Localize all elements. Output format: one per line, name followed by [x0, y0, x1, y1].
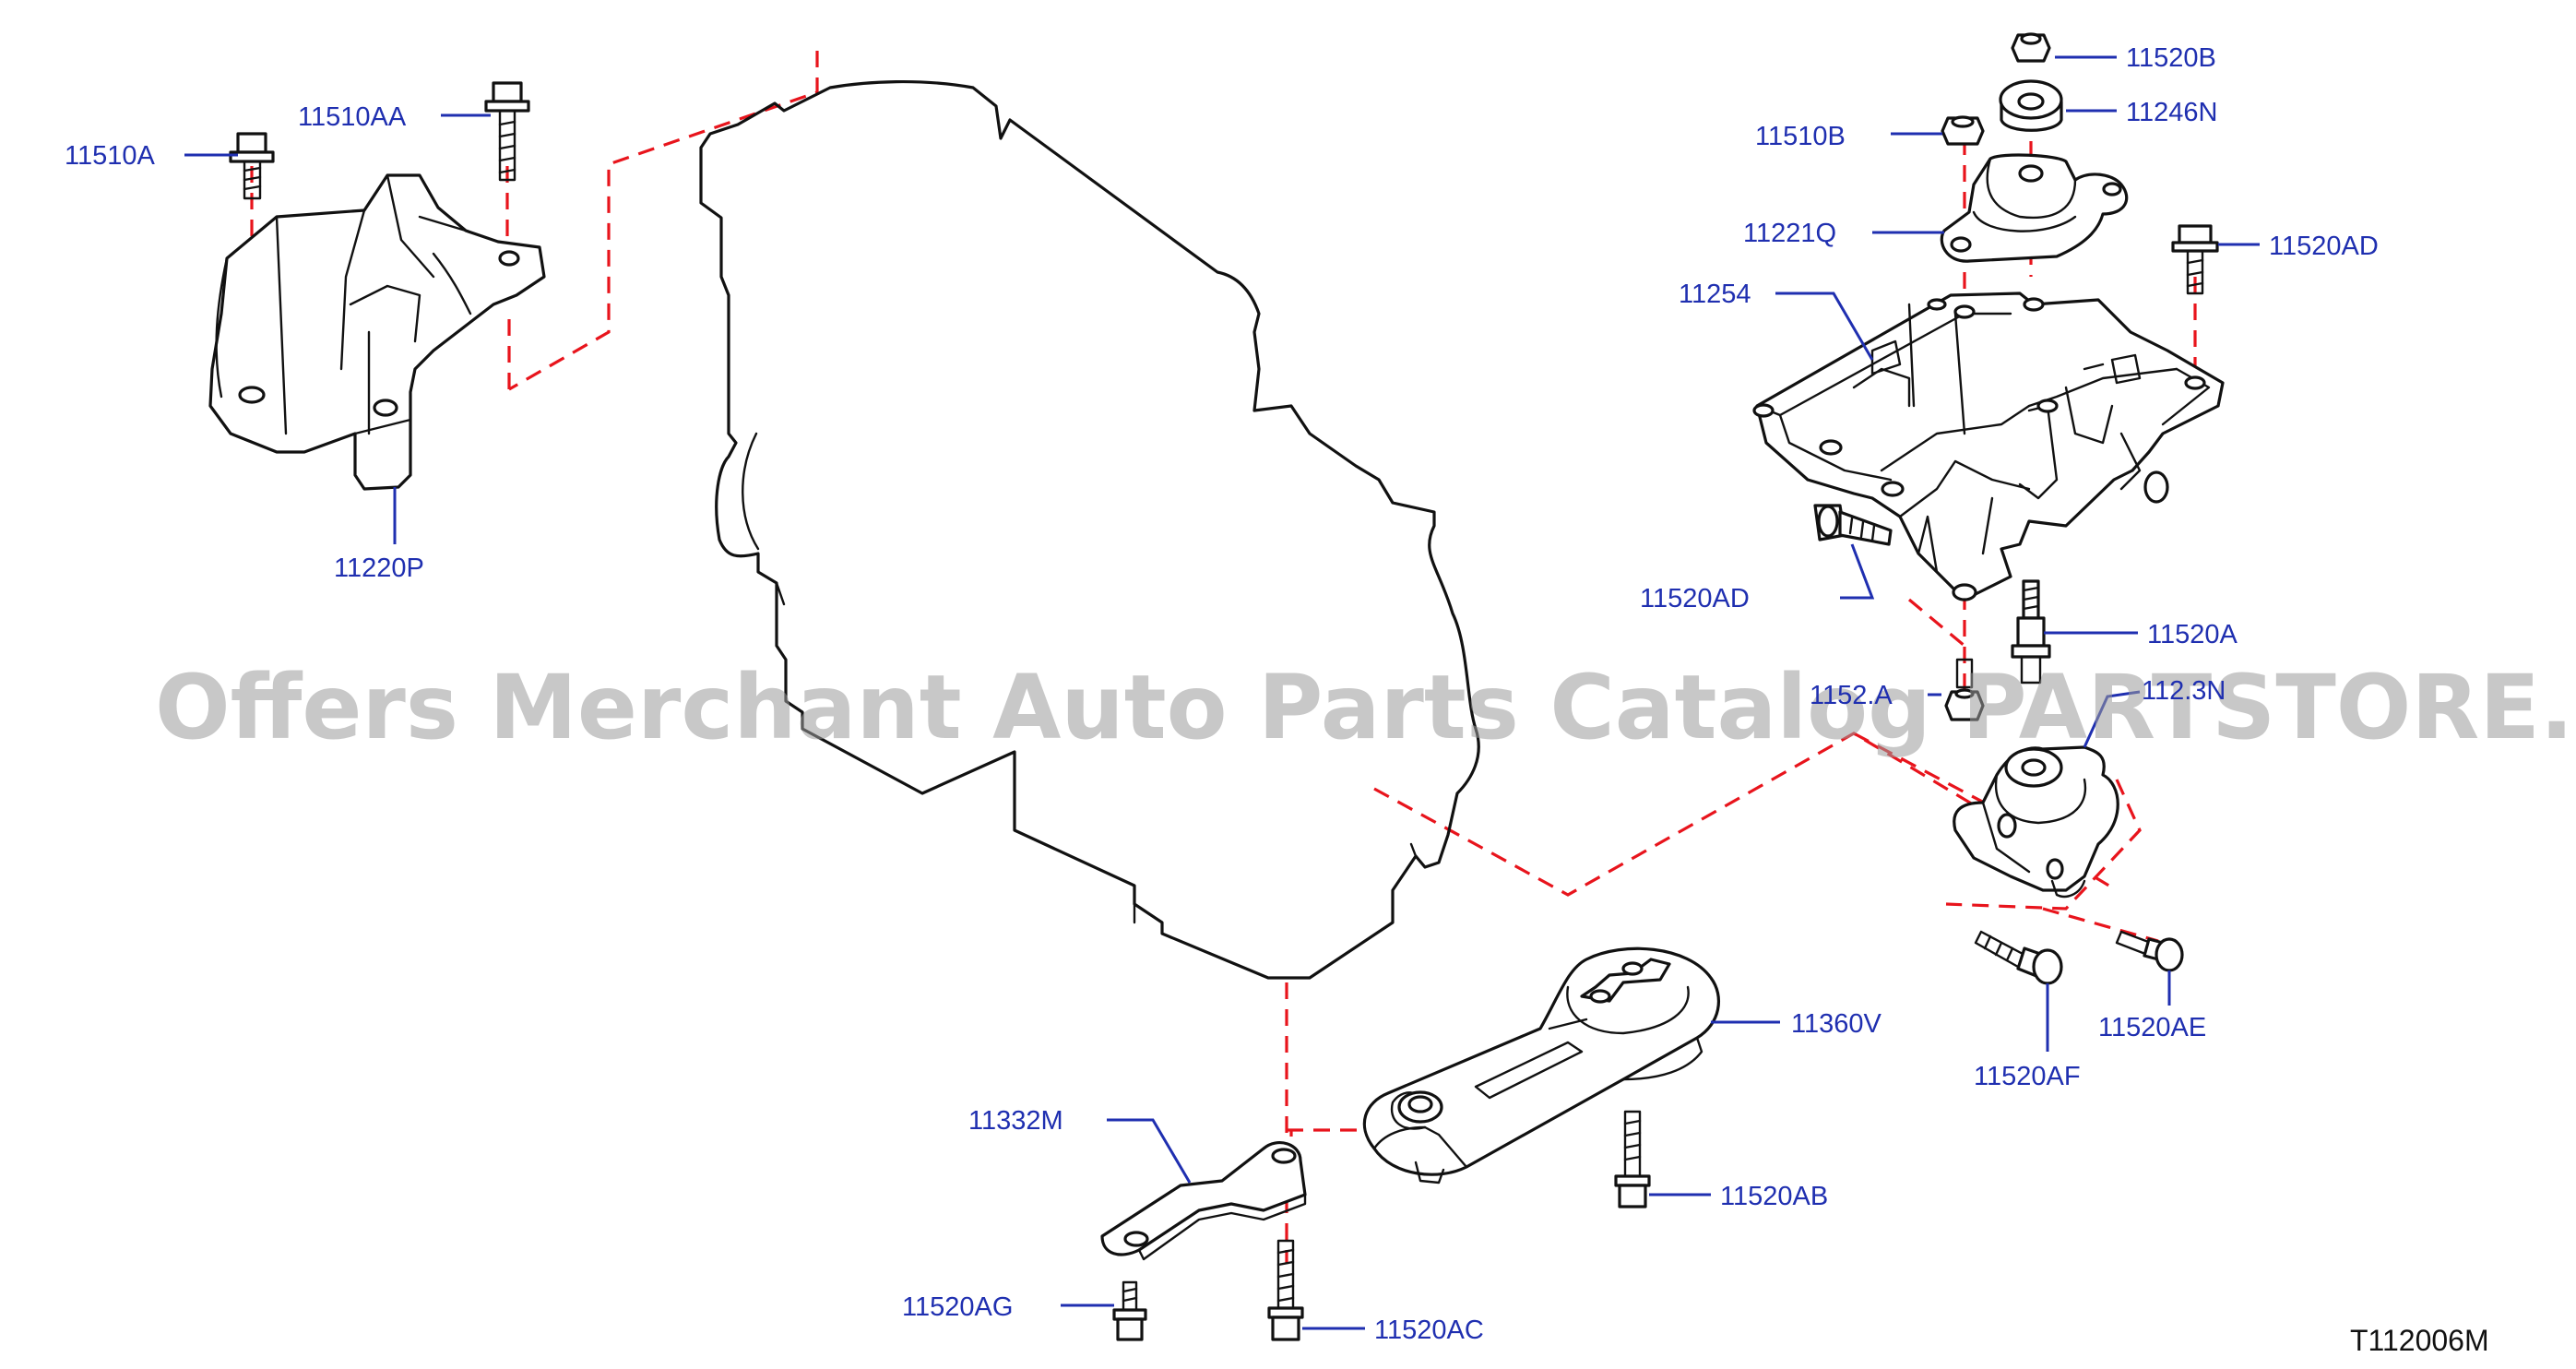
watermark-text: Offers Merchant Auto Parts Catalog PARTS…: [155, 656, 2576, 759]
diagram-code: T112006M: [2350, 1324, 2489, 1357]
label-11510B[interactable]: 11510B: [1755, 122, 1846, 151]
bolt-11520AG: [1112, 1280, 1147, 1341]
label-11520A[interactable]: 11520A: [2147, 620, 2238, 649]
label-11510AA[interactable]: 11510AA: [298, 102, 407, 132]
label-11520AE[interactable]: 11520AE: [2098, 1013, 2206, 1042]
engine-mount-bracket-11220P: [208, 173, 546, 491]
label-11332M[interactable]: 11332M: [968, 1106, 1063, 1136]
bolt-11520AC: [1267, 1239, 1304, 1341]
label-11254[interactable]: 11254: [1679, 280, 1751, 309]
part-number-labels: 11510A 11510AA 11220P 11520B 11246N 1151…: [65, 43, 2379, 1345]
bolt-11520AD-mid: [1813, 504, 1893, 546]
label-11520AC[interactable]: 11520AC: [1374, 1315, 1484, 1345]
label-11520AB[interactable]: 11520AB: [1720, 1182, 1828, 1211]
nut-11510B: [1941, 115, 1985, 146]
bolt-11520AD-top: [2171, 224, 2219, 295]
label-11360V[interactable]: 11360V: [1791, 1009, 1882, 1039]
stud-bolt-11520A: [2011, 579, 2051, 684]
label-11220P[interactable]: 11220P: [334, 554, 424, 583]
label-11221Q[interactable]: 11221Q: [1743, 219, 1836, 248]
torque-rod-11360V: [1362, 946, 1720, 1184]
label-11520AD-top[interactable]: 11520AD: [2269, 232, 2379, 261]
label-112x3N[interactable]: 112.3N: [2142, 676, 2226, 706]
label-1152xA[interactable]: 1152.A: [1810, 681, 1893, 710]
label-11510A[interactable]: 11510A: [65, 141, 155, 171]
label-11520AD-mid[interactable]: 11520AD: [1640, 584, 1750, 613]
label-11520AG[interactable]: 11520AG: [902, 1292, 1013, 1322]
bracket-plate-11332M: [1100, 1140, 1307, 1261]
bolt-11510A: [229, 132, 275, 200]
crossmember-bracket-11254: [1752, 292, 2225, 601]
engine-block-outline: [699, 79, 1480, 980]
label-11246N[interactable]: 11246N: [2126, 98, 2217, 127]
insulator-washer-11246N: [1999, 79, 2063, 132]
mount-bracket-11221Q: [1940, 153, 2129, 263]
label-11520AF[interactable]: 11520AF: [1974, 1062, 2081, 1091]
label-11520B[interactable]: 11520B: [2126, 43, 2216, 73]
leader-lines: [184, 55, 2260, 1330]
nut-1152xA: [1944, 658, 1985, 721]
bolt-11520AB: [1614, 1110, 1651, 1208]
mount-insulator-112x3N: [1953, 745, 2119, 899]
nut-11520B: [2011, 32, 2051, 63]
bolt-11510AA: [484, 81, 530, 182]
bolt-11520AF: [1974, 930, 2063, 985]
